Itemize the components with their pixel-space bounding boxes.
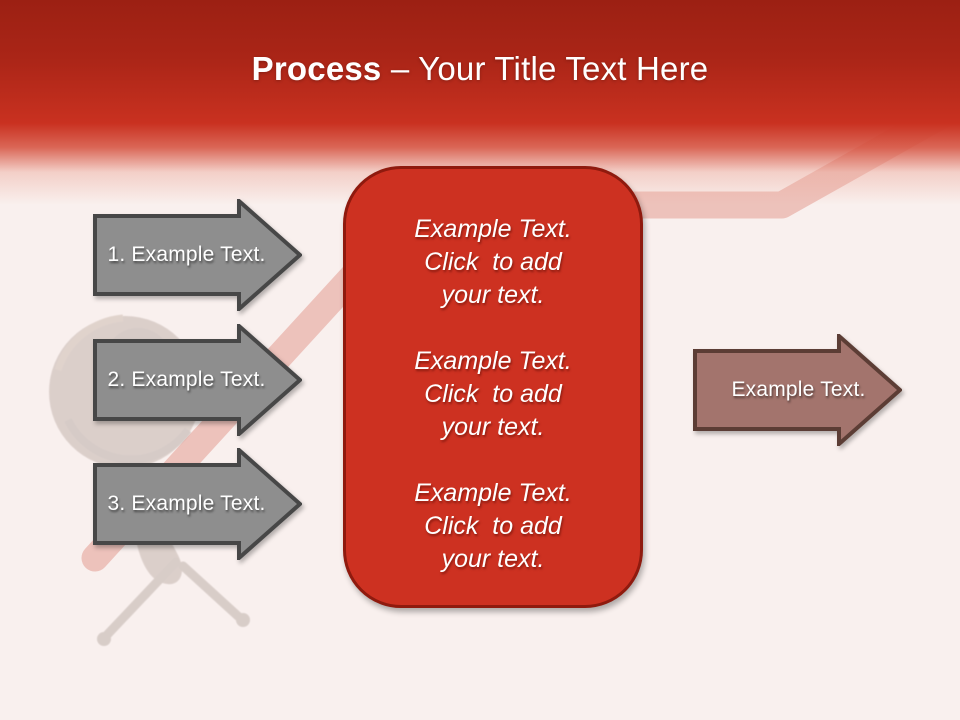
right-arrow-shape-icon xyxy=(93,448,302,560)
title-regular-segment: – Your Title Text Here xyxy=(381,50,709,87)
title-bold-segment: Process xyxy=(251,50,382,87)
center-box-paragraph-3: Example Text. Click to add your text. xyxy=(414,479,572,573)
slide-title[interactable]: Process – Your Title Text Here xyxy=(0,47,960,91)
step-arrow-2-label: 2. Example Text. xyxy=(107,368,266,391)
step-arrow-1-label: 1. Example Text. xyxy=(107,243,266,266)
right-arrow-shape-icon xyxy=(693,334,902,446)
step-arrow-3[interactable]: 3. Example Text. xyxy=(93,448,302,560)
result-arrow-label: Example Text. xyxy=(731,378,866,401)
step-arrow-1[interactable]: 1. Example Text. xyxy=(93,199,302,311)
center-box-paragraph-2: Example Text. Click to add your text. xyxy=(414,347,572,441)
right-arrow-shape-icon xyxy=(93,199,302,311)
step-arrow-2[interactable]: 2. Example Text. xyxy=(93,324,302,436)
step-arrow-3-label: 3. Example Text. xyxy=(107,492,266,515)
right-arrow-shape-icon xyxy=(93,324,302,436)
result-arrow[interactable]: Example Text. xyxy=(693,334,902,446)
center-text-box[interactable]: Example Text. Click to add your text. Ex… xyxy=(343,166,643,608)
center-box-paragraph-1: Example Text. Click to add your text. xyxy=(414,215,572,309)
